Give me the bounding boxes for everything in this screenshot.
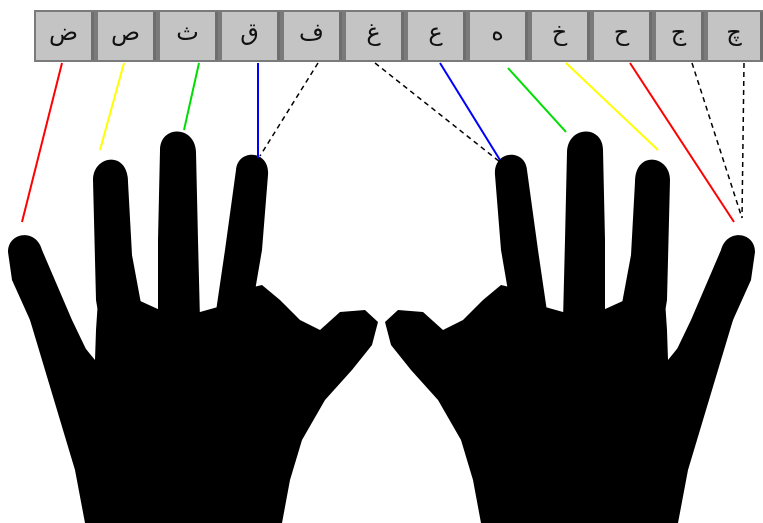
connector-right-pinky xyxy=(742,63,744,218)
key-letter: خ xyxy=(552,20,568,44)
connector-left-middle xyxy=(184,63,199,130)
key-3: ث xyxy=(160,12,218,60)
right-hand xyxy=(385,131,755,523)
left-middle-finger xyxy=(158,131,200,320)
key-letter: ق xyxy=(240,20,259,44)
key-12: چ xyxy=(708,12,763,60)
key-5: ف xyxy=(284,12,342,60)
connector-left-ring xyxy=(100,63,124,150)
key-6: غ xyxy=(346,12,404,60)
key-7: ع xyxy=(408,12,466,60)
left-pinky-finger xyxy=(8,235,96,400)
connector-left-pinky xyxy=(22,63,62,222)
key-10: ح xyxy=(594,12,652,60)
key-9: خ xyxy=(532,12,590,60)
key-letter: ض xyxy=(49,20,78,44)
key-letter: ه xyxy=(491,20,504,44)
key-letter: غ xyxy=(366,20,380,44)
connector-right-index xyxy=(375,63,500,162)
key-1: ض xyxy=(36,12,94,60)
connector-left-index xyxy=(260,63,318,156)
key-8: ه xyxy=(470,12,528,60)
key-11: ج xyxy=(656,12,704,60)
connector-right-middle xyxy=(508,68,566,132)
key-2: ص xyxy=(98,12,156,60)
key-letter: ع xyxy=(428,20,442,44)
key-letter: ح xyxy=(614,20,630,44)
key-letter: ج xyxy=(671,20,687,44)
key-letter: ف xyxy=(299,20,324,44)
left-ring-finger xyxy=(93,160,145,355)
key-letter: ص xyxy=(111,20,140,44)
left-hand xyxy=(8,131,378,523)
connector-right-index xyxy=(440,63,500,160)
key-4: ق xyxy=(222,12,280,60)
key-letter: ث xyxy=(176,20,199,44)
key-letter: چ xyxy=(726,20,742,44)
